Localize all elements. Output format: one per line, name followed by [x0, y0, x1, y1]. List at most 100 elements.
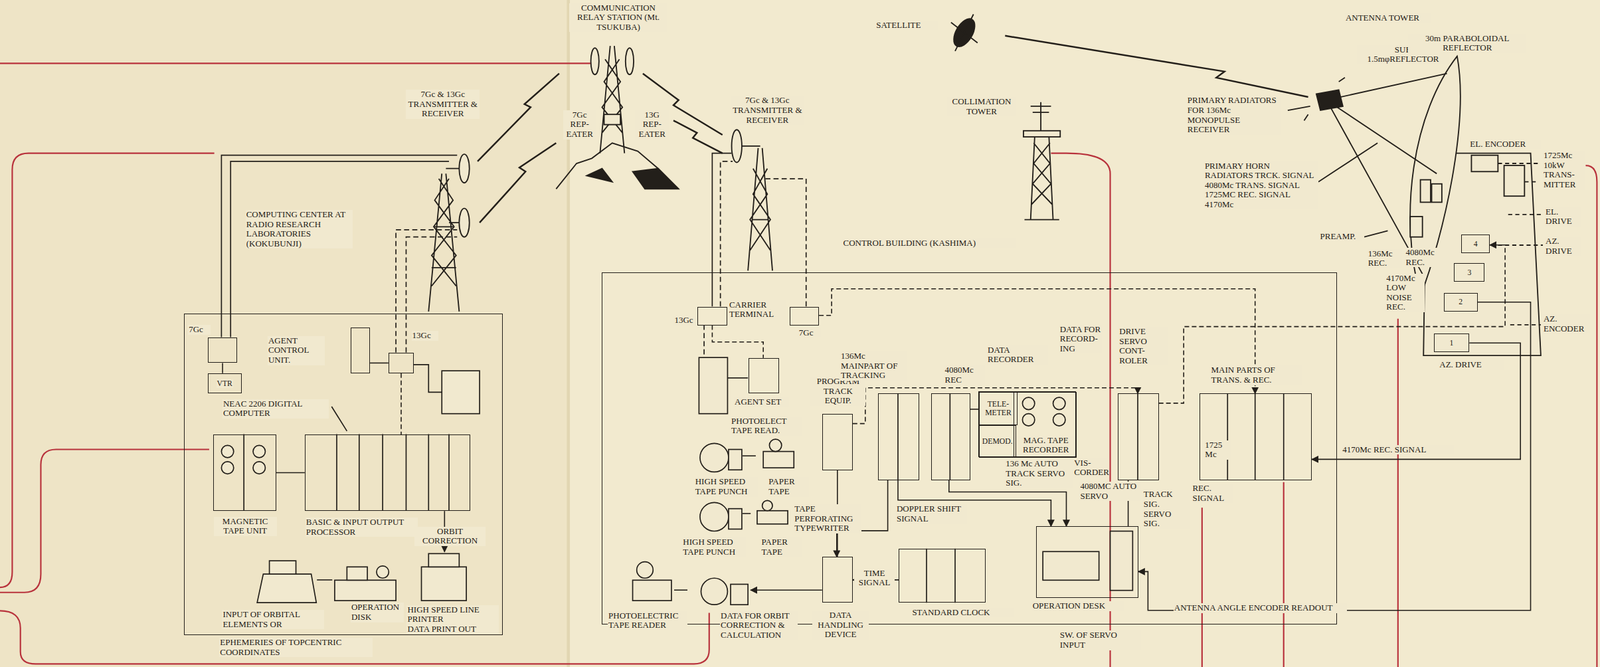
- terminal-box: 13Gc: [697, 306, 728, 326]
- node-text: 1725 Mc: [1204, 440, 1231, 460]
- drive-box: 1: [1433, 333, 1470, 353]
- callout-label: VIS- CORDER: [1073, 458, 1108, 478]
- antenna: [1316, 89, 1343, 111]
- cable-line: [1311, 342, 1521, 459]
- equipment-detail: [762, 500, 773, 511]
- node-text: 136Mc MAINPART OF TRACKING: [840, 351, 908, 381]
- node-text: AGENT CONTROL UNIT.: [267, 336, 325, 366]
- microwave-tower: [428, 173, 459, 312]
- red-route: [0, 153, 215, 588]
- callout-label: PRIMARY RADIATORS FOR 136Mc MONOPULSE RE…: [1186, 95, 1281, 135]
- callout-label: AZ. DRIVE: [1438, 359, 1504, 370]
- red-route: [0, 63, 1597, 667]
- callout-label: ORBIT CORRECTION: [414, 526, 487, 546]
- cable-line: [750, 589, 823, 591]
- equipment-detail: [221, 444, 234, 457]
- node-text: 7Gc: [187, 324, 211, 335]
- node-text: PAPER TAPE: [761, 537, 802, 557]
- node-text: PAPER TAPE: [767, 476, 809, 497]
- transceiver-cabinet: MAIN PARTS OF TRANS. & REC.1725 Mc: [1199, 393, 1312, 481]
- equipment-detail: [763, 451, 794, 469]
- equipment-detail: [441, 370, 480, 414]
- telemeter: TELE-METER: [978, 391, 1018, 425]
- cable-line: [674, 589, 688, 591]
- microwave-tower: [731, 129, 742, 163]
- callout-label: 1725Mc 10kW TRANS- MITTER: [1542, 150, 1587, 190]
- node-text: PROGRAM TRACK EQUIP.: [810, 376, 866, 406]
- callout-label: EL. ENCODER: [1469, 139, 1541, 150]
- node-text: DATA FOR ORBIT CORRECTION & CALCULATION: [719, 611, 798, 641]
- agent-set: AGENT SET: [748, 357, 780, 394]
- equipment-detail: [243, 433, 449, 511]
- cable-line: [970, 408, 979, 410]
- equipment-detail: [757, 510, 788, 525]
- equipment-detail: [395, 229, 457, 353]
- signal-label: TIME SIGNAL: [854, 568, 895, 588]
- cable-line: [711, 325, 764, 358]
- equipment-detail: [1022, 397, 1035, 410]
- receiver-cabinet: 4080Mc REC: [931, 393, 970, 481]
- equipment-detail: [698, 357, 728, 414]
- paper: [0, 0, 569, 667]
- callout-label: PHOTOELECT TAPE READ.: [730, 416, 803, 436]
- callout-label: SATELLITE: [875, 20, 939, 31]
- node-text: DATA HANDLING DEVICE: [812, 610, 869, 640]
- node-text: MAIN PARTS OF TRANS. & REC.: [1210, 365, 1303, 385]
- callout-label: PRIMARY HORN RADIATORS TRCK. SIGNAL 4080…: [1204, 161, 1319, 210]
- operation-disk: OPERATION DISK: [332, 556, 399, 603]
- red-route: [1283, 482, 1285, 667]
- equipment-detail: [257, 573, 317, 603]
- computing-center: COMPUTING CENTER AT RADIO RESEARCH LABOR…: [183, 313, 504, 635]
- radio-link: [479, 142, 556, 223]
- relay-mountain: [599, 45, 625, 153]
- equipment-detail: [421, 566, 467, 601]
- callout-label: SW. OF SERVO INPUT: [1059, 630, 1142, 650]
- tape-punch: HIGH SPEED TAPE PUNCH: [697, 500, 743, 535]
- relay-mountain: [604, 114, 622, 125]
- drive-box: 2: [1443, 292, 1478, 312]
- callout-label: CARRIER TERMINAL: [728, 300, 786, 320]
- equipment-detail: [269, 560, 297, 574]
- callout-label: NEAC 2206 DIGITAL COMPUTER: [222, 399, 329, 419]
- red-route: [1585, 165, 1597, 667]
- antenna: [1326, 73, 1447, 276]
- cable-line: [316, 579, 333, 581]
- callout-label: EL. DRIVE: [1544, 207, 1582, 227]
- node-text: INPUT OF ORBITAL ELEMENTS OR: [221, 609, 325, 629]
- track-equipment: PROGRAM TRACK EQUIP.: [822, 413, 853, 470]
- tape-unit: MAGNETIC TAPE UNIT: [213, 434, 277, 511]
- node-text: PHOTOELECTRIC TAPE READER: [607, 611, 688, 631]
- equipment-detail: [703, 324, 705, 358]
- node-text: HIGH SPEED LINE PRINTER: [406, 605, 499, 625]
- callout-label: 4080MC AUTO SERVO: [1079, 481, 1141, 501]
- node-text: MAGNETIC TAPE UNIT: [213, 516, 277, 536]
- cable-line: [400, 373, 402, 435]
- vtr-box: VTR: [207, 373, 242, 394]
- callout-label: 7Gc & 13Gc TRANSMITTER & RECEIVER: [730, 95, 805, 125]
- equipment-detail: [376, 565, 389, 578]
- equipment-detail: [700, 443, 729, 472]
- callout-label: 4080Mc REC.: [1405, 247, 1444, 267]
- radio-link: [1004, 35, 1308, 97]
- callout-label: COMMUNICATION RELAY STATION (Mt. TSUKUBA…: [569, 3, 667, 33]
- equipment-detail: [897, 393, 1284, 603]
- equipment-detail: [428, 553, 459, 567]
- equipment-detail: [253, 444, 266, 457]
- callout-label: 4170Mc LOW NOISE REC.: [1385, 273, 1424, 313]
- node-text: 2: [1457, 297, 1464, 307]
- control-building: CONTROL BUILDING (KASHIMA)13Gc7GcAGENT S…: [601, 272, 1337, 625]
- terminal-box: 7Gc: [207, 337, 238, 363]
- callout-label: TAPE PERFORATING TYPEWRITER: [793, 504, 861, 534]
- data-recorder: DATA RECORDERTELE-METERDEMOD.MAG. TAPE R…: [978, 391, 1076, 457]
- equipment-detail: [632, 579, 672, 601]
- antenna: [1287, 77, 1389, 238]
- node-text: VTR: [216, 379, 234, 388]
- cable-line: [221, 362, 224, 373]
- collimation-tower: [1030, 102, 1052, 133]
- node-text: MAG. TAPE RECORDER: [1016, 435, 1076, 455]
- callout-label: COLLIMATION TOWER: [947, 96, 1017, 117]
- radio-link: [477, 35, 1309, 223]
- tape-recorder: MAG. TAPE RECORDER: [1013, 391, 1077, 457]
- equipment-detail: [346, 566, 368, 580]
